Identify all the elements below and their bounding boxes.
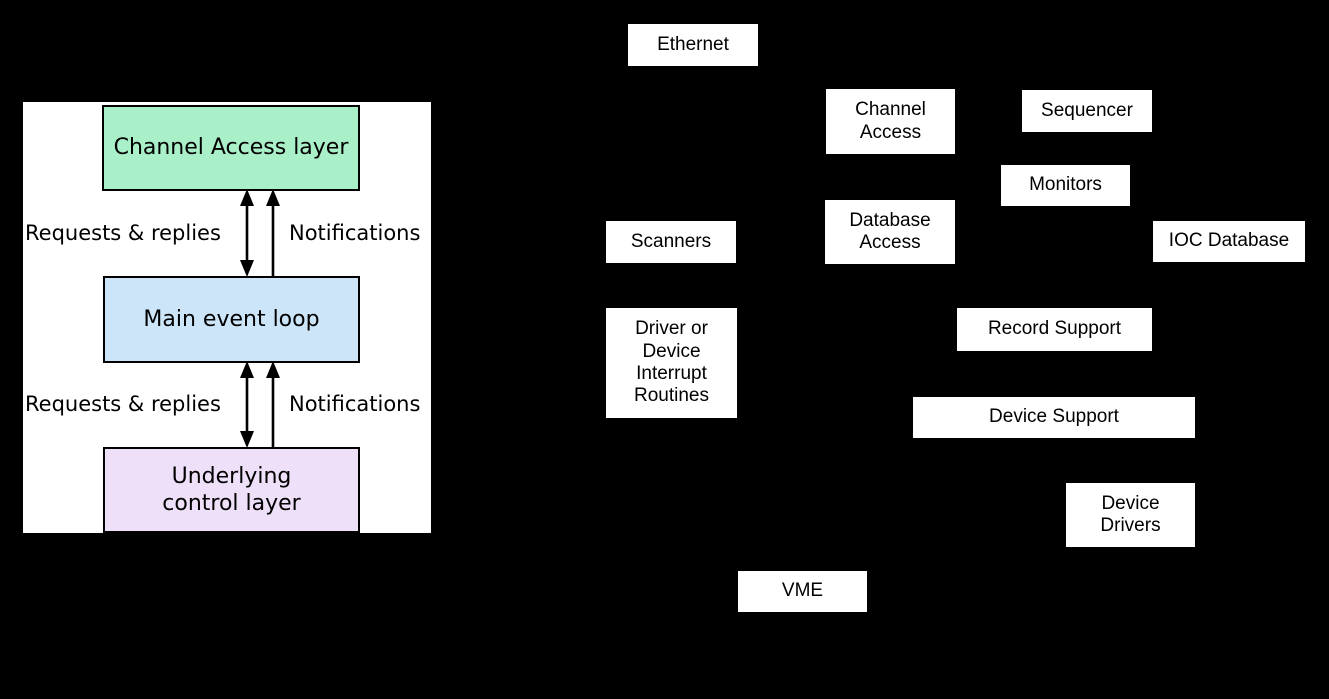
requests-replies-label-bottom: Requests & replies: [25, 392, 221, 416]
channel-access-layer-box: Channel Access layer: [102, 105, 360, 191]
node-driver-interrupt-routines: Driver or Device Interrupt Routines: [606, 308, 737, 418]
channel-access-layer-label: Channel Access layer: [113, 135, 349, 161]
notifications-label-bottom: Notifications: [289, 392, 421, 416]
node-sequencer: Sequencer: [1022, 90, 1152, 132]
notifications-label-top: Notifications: [289, 221, 421, 245]
underlying-control-layer-box: Underlying control layer: [103, 447, 360, 533]
main-event-loop-box: Main event loop: [103, 276, 360, 363]
node-database-access: Database Access: [825, 200, 955, 264]
layered-architecture-panel: Channel Access layer Main event loop Und…: [23, 102, 431, 533]
node-monitors: Monitors: [1001, 165, 1130, 206]
underlying-control-layer-label: Underlying control layer: [162, 463, 301, 517]
requests-replies-arrow-bottom: [240, 361, 254, 448]
requests-replies-arrow-top: [240, 189, 254, 277]
notifications-arrow-top: [266, 189, 280, 277]
node-ioc-database: IOC Database: [1153, 221, 1305, 262]
requests-replies-label-top: Requests & replies: [25, 221, 221, 245]
node-ethernet: Ethernet: [628, 24, 758, 66]
node-device-drivers: Device Drivers: [1066, 483, 1195, 547]
node-record-support: Record Support: [957, 308, 1152, 351]
node-scanners: Scanners: [606, 221, 736, 263]
main-event-loop-label: Main event loop: [143, 306, 320, 332]
notifications-arrow-bottom: [266, 361, 280, 448]
node-vme: VME: [738, 571, 867, 612]
node-channel-access: Channel Access: [826, 89, 955, 154]
node-device-support: Device Support: [913, 397, 1195, 438]
